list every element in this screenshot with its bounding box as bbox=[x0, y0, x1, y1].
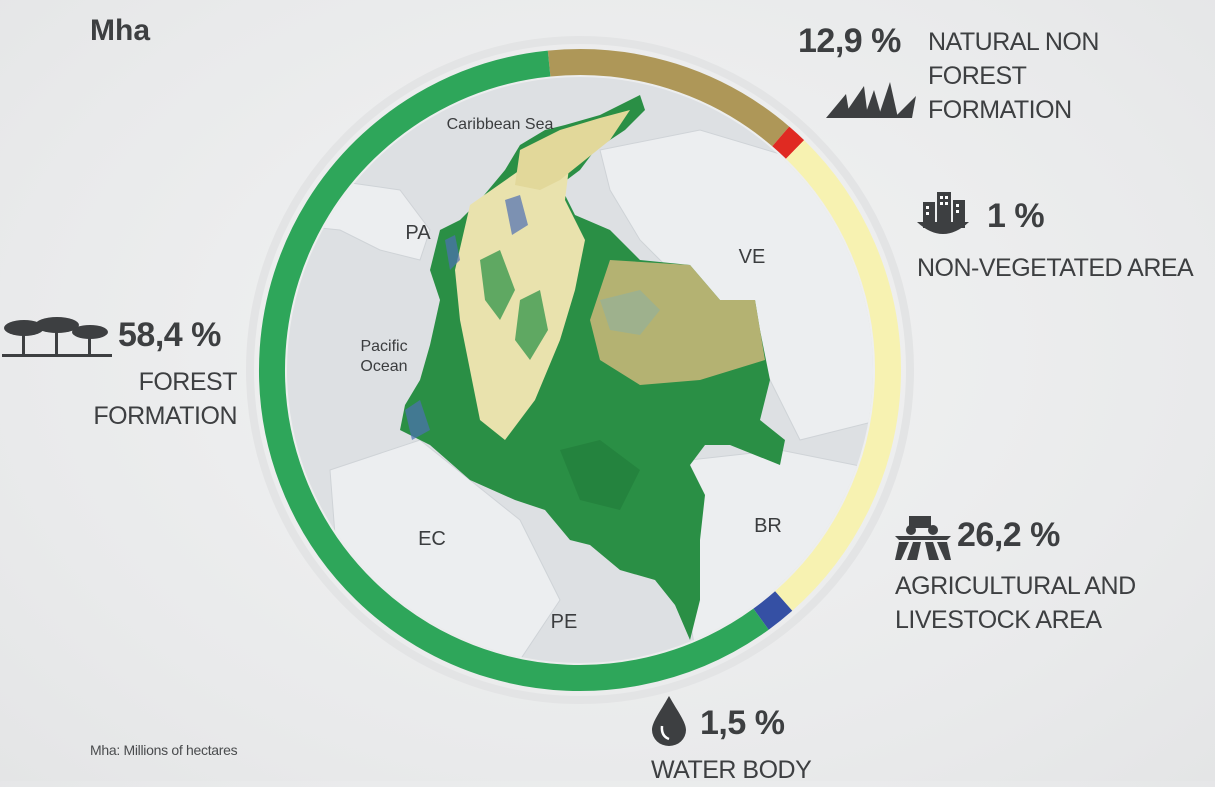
donut-segment-natural-non-forest bbox=[547, 49, 790, 147]
map-label-pacific-2: Ocean bbox=[360, 358, 407, 375]
forest-label-line-2: FORMATION bbox=[93, 402, 237, 430]
unit-label: Mha bbox=[90, 14, 150, 47]
donut-segment-non-vegetated bbox=[772, 126, 805, 159]
trees-icon bbox=[2, 317, 112, 357]
agri-label-line-1: AGRICULTURAL AND bbox=[895, 572, 1136, 600]
natural-label-line-3: FORMATION bbox=[928, 96, 1072, 124]
natural-percent: 12,9 % bbox=[798, 22, 901, 60]
forest-label-line-1: FOREST bbox=[138, 368, 238, 396]
grass-icon bbox=[826, 82, 916, 118]
map-label-ve: VE bbox=[739, 246, 766, 268]
outer-decor-ring bbox=[246, 36, 914, 704]
tractor-field-icon bbox=[895, 516, 951, 560]
natural-label-line-2: FOREST bbox=[928, 62, 1027, 90]
colombia-andean-area bbox=[455, 150, 585, 440]
nonveg-percent: 1 % bbox=[987, 197, 1045, 235]
map-label-pacific-1: Pacific bbox=[360, 338, 407, 355]
colombia-map: Caribbean Sea PA VE Pacific Ocean EC BR … bbox=[287, 95, 873, 663]
agri-label-line-2: LIVESTOCK AREA bbox=[895, 606, 1102, 634]
buildings-icon bbox=[917, 192, 969, 234]
footnote: Mha: Millions of hectares bbox=[90, 742, 238, 758]
map-label-ec: EC bbox=[418, 528, 446, 550]
water-drop-icon bbox=[652, 696, 686, 746]
donut-segment-agricultural bbox=[775, 140, 901, 611]
colombia-plains-area bbox=[590, 260, 765, 385]
donut-segment-water bbox=[753, 591, 793, 630]
map-label-caribbean: Caribbean Sea bbox=[447, 116, 554, 133]
forest-percent: 58,4 % bbox=[118, 316, 221, 354]
donut-segment-forest bbox=[259, 50, 769, 691]
agri-percent: 26,2 % bbox=[957, 516, 1060, 554]
map-label-br: BR bbox=[754, 515, 782, 537]
natural-label-line-1: NATURAL NON bbox=[928, 28, 1099, 56]
map-label-pe: PE bbox=[551, 611, 578, 633]
nonveg-label: NON-VEGETATED AREA bbox=[917, 254, 1194, 282]
water-label: WATER BODY bbox=[651, 756, 812, 784]
map-label-pa: PA bbox=[405, 222, 431, 244]
water-percent: 1,5 % bbox=[700, 704, 785, 742]
donut-ring bbox=[259, 49, 901, 691]
